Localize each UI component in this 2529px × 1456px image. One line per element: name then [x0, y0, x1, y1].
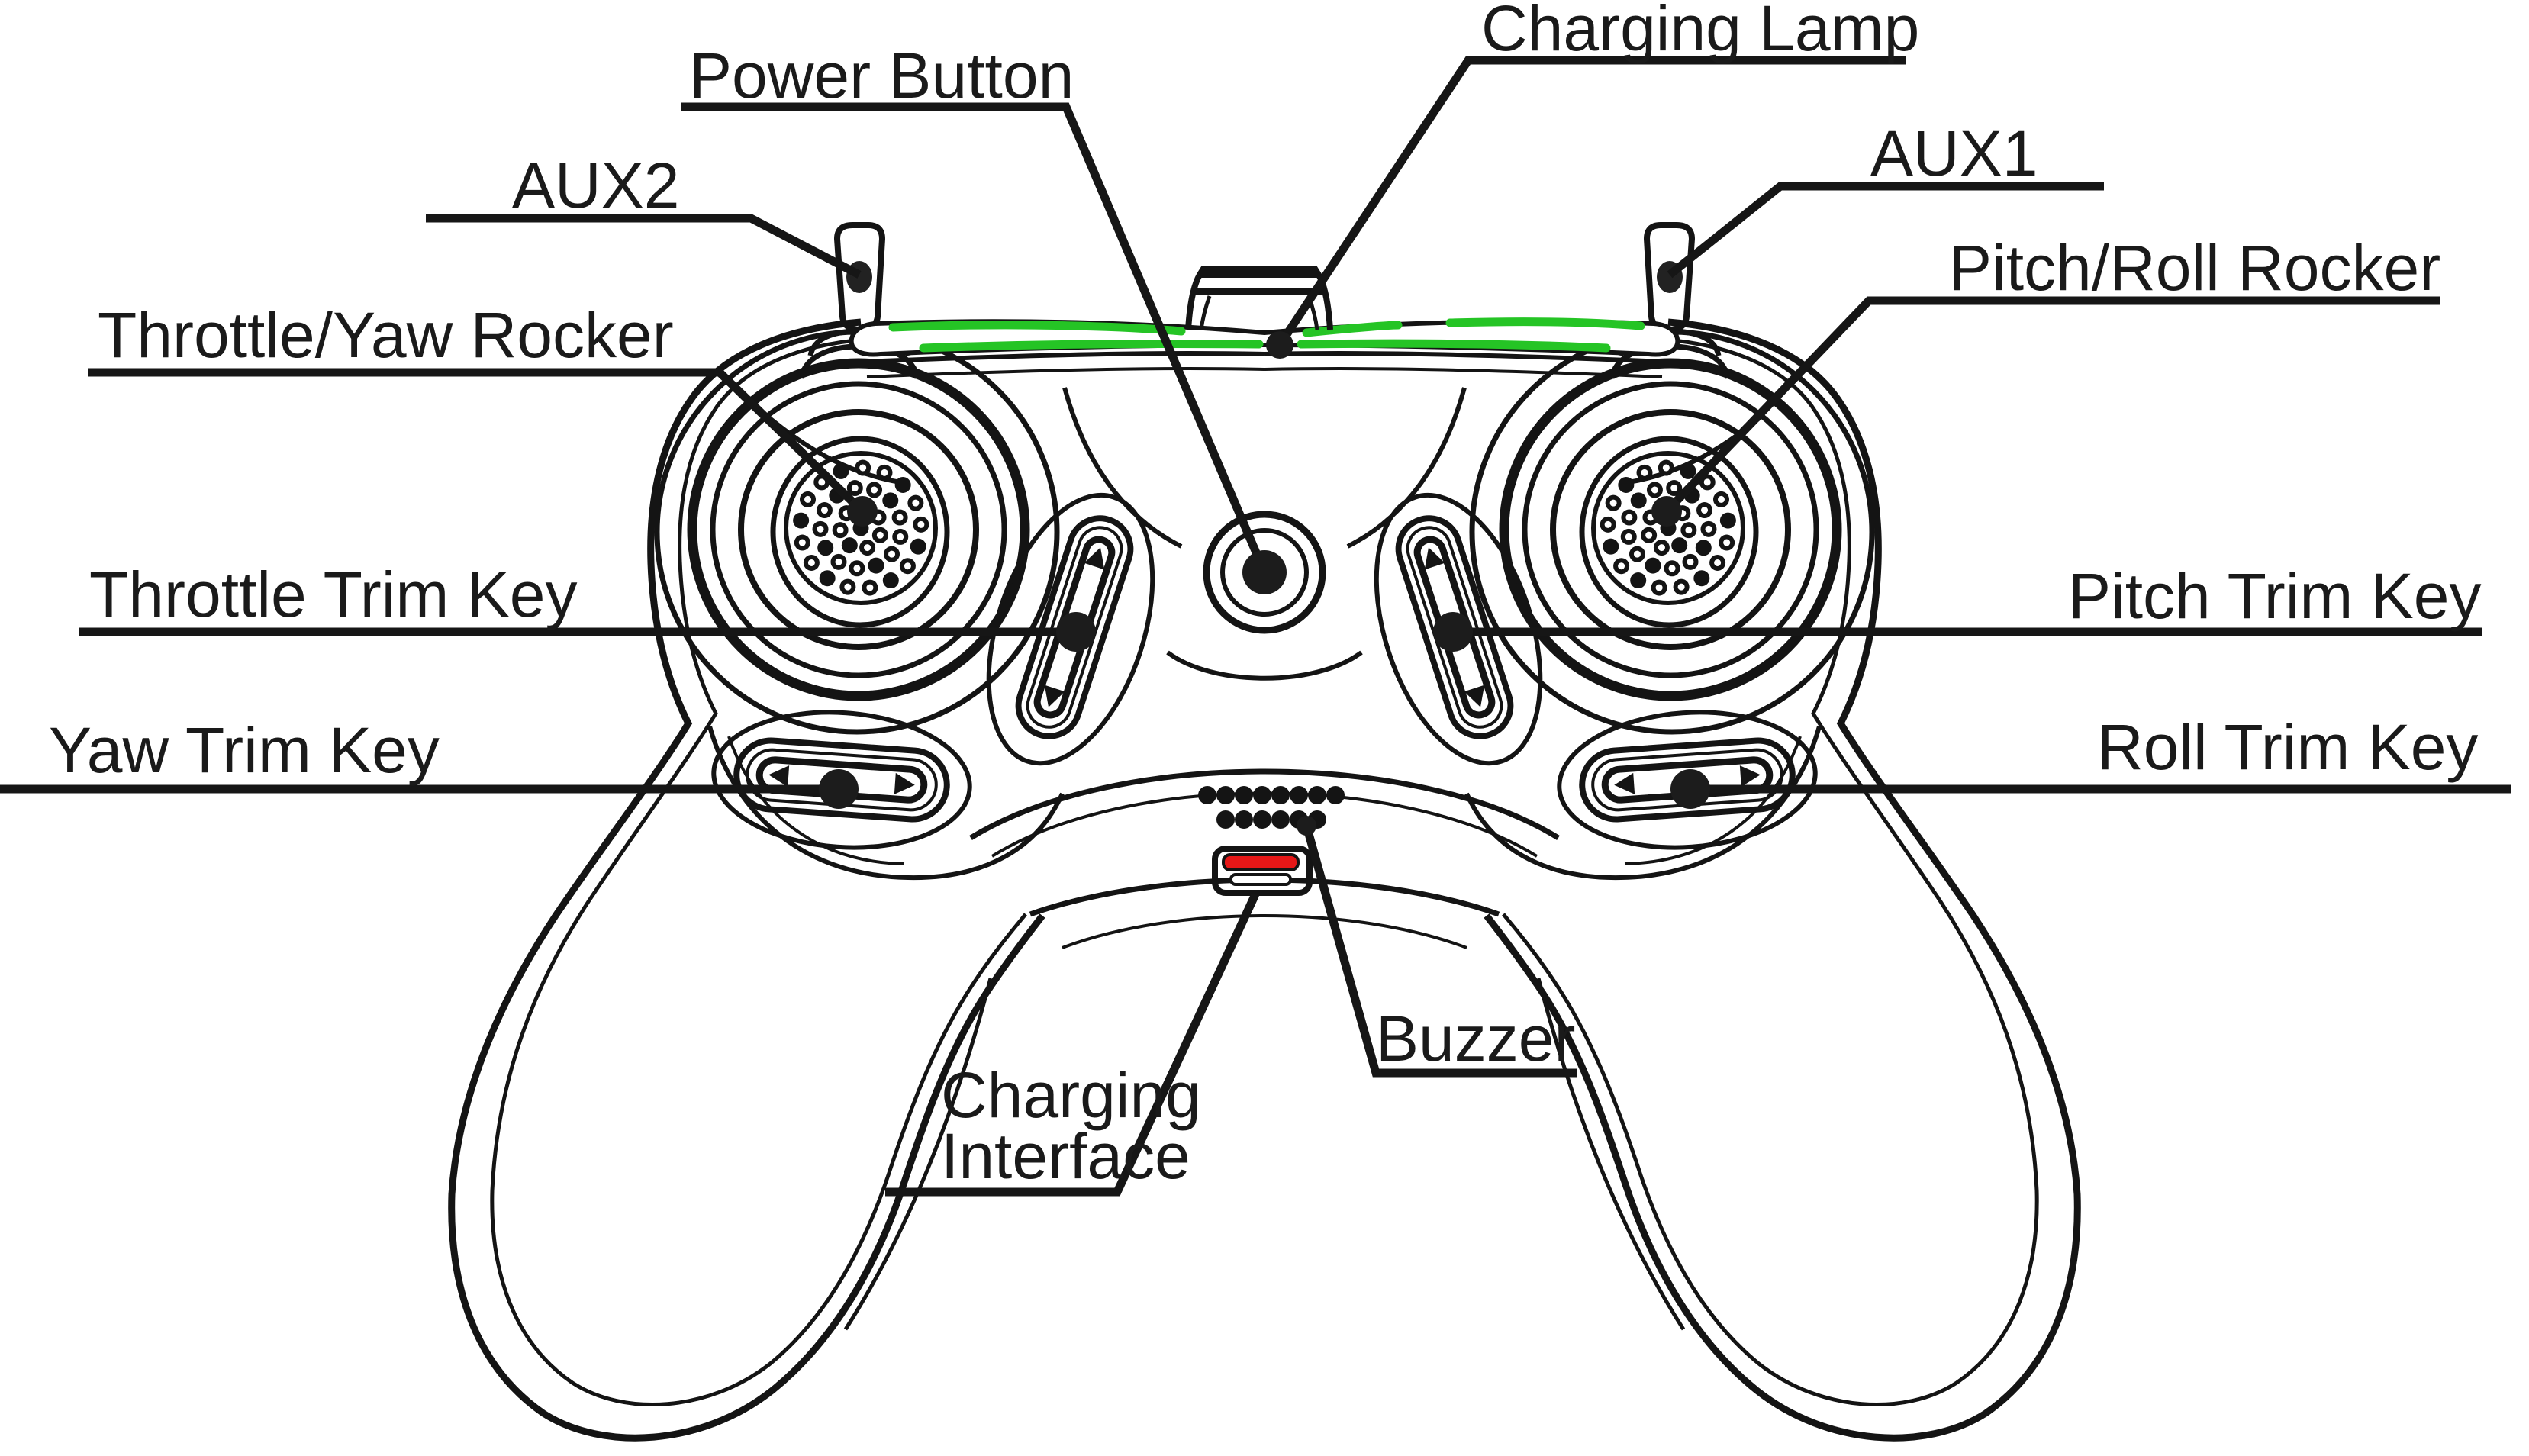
charging-port-slot	[1229, 873, 1292, 886]
pitch-roll-rocker-dot	[1651, 496, 1682, 527]
leader-lines	[0, 56, 2511, 1197]
label-buzzer: Buzzer	[1376, 1003, 1575, 1074]
leader-aux1	[1667, 182, 2104, 279]
label-pitch-trim-key: Pitch Trim Key	[2068, 560, 2481, 632]
yaw-trim-dot	[819, 769, 859, 809]
label-yaw-trim-key: Yaw Trim Key	[49, 714, 440, 786]
label-aux1: AUX1	[1870, 118, 2038, 189]
throttle-trim-dot	[1056, 612, 1096, 652]
leader-aux2	[426, 214, 862, 279]
label-charging-lamp: Charging Lamp	[1481, 0, 1919, 64]
roll-trim-dot	[1670, 769, 1710, 809]
buzzer	[1198, 786, 1345, 829]
power-button[interactable]	[1203, 511, 1326, 634]
label-throttle-yaw-rocker: Throttle/Yaw Rocker	[98, 299, 674, 371]
charging-lamp-dot	[1266, 331, 1293, 359]
waist-arc-upper	[969, 768, 1560, 840]
label-charging-interface-line2: Interface	[941, 1120, 1190, 1192]
label-throttle-trim-key: Throttle Trim Key	[89, 559, 577, 630]
label-aux2: AUX2	[512, 150, 679, 221]
buzzer-dot	[1297, 816, 1316, 836]
waist-arc-lower-inner	[1062, 914, 1467, 949]
leader-throttle-yaw-rocker	[88, 368, 865, 514]
pitch-trim-dot	[1433, 612, 1473, 652]
leader-buzzer	[1302, 824, 1577, 1078]
label-power-button: Power Button	[689, 40, 1074, 111]
label-pitch-roll-rocker: Pitch/Roll Rocker	[1949, 232, 2440, 304]
charging-port-red	[1222, 853, 1300, 871]
labels: Power Button Charging Lamp AUX2 AUX1 Thr…	[49, 0, 2481, 1192]
controller-body	[452, 225, 2078, 1438]
leader-charging-interface	[885, 892, 1259, 1197]
label-roll-trim-key: Roll Trim Key	[2097, 711, 2478, 783]
throttle-yaw-rocker-dot	[847, 496, 878, 527]
antenna-tab	[1185, 266, 1333, 330]
label-charging-interface-line1: Charging	[941, 1059, 1201, 1131]
leader-pitch-roll-rocker	[1664, 296, 2440, 514]
leader-power-button	[681, 102, 1269, 575]
leader-dots	[819, 331, 1710, 836]
power-button-dot	[1242, 550, 1287, 594]
leader-charging-lamp	[1276, 56, 1906, 348]
under-power-arc	[1166, 650, 1363, 681]
charging-interface[interactable]	[1212, 846, 1313, 896]
